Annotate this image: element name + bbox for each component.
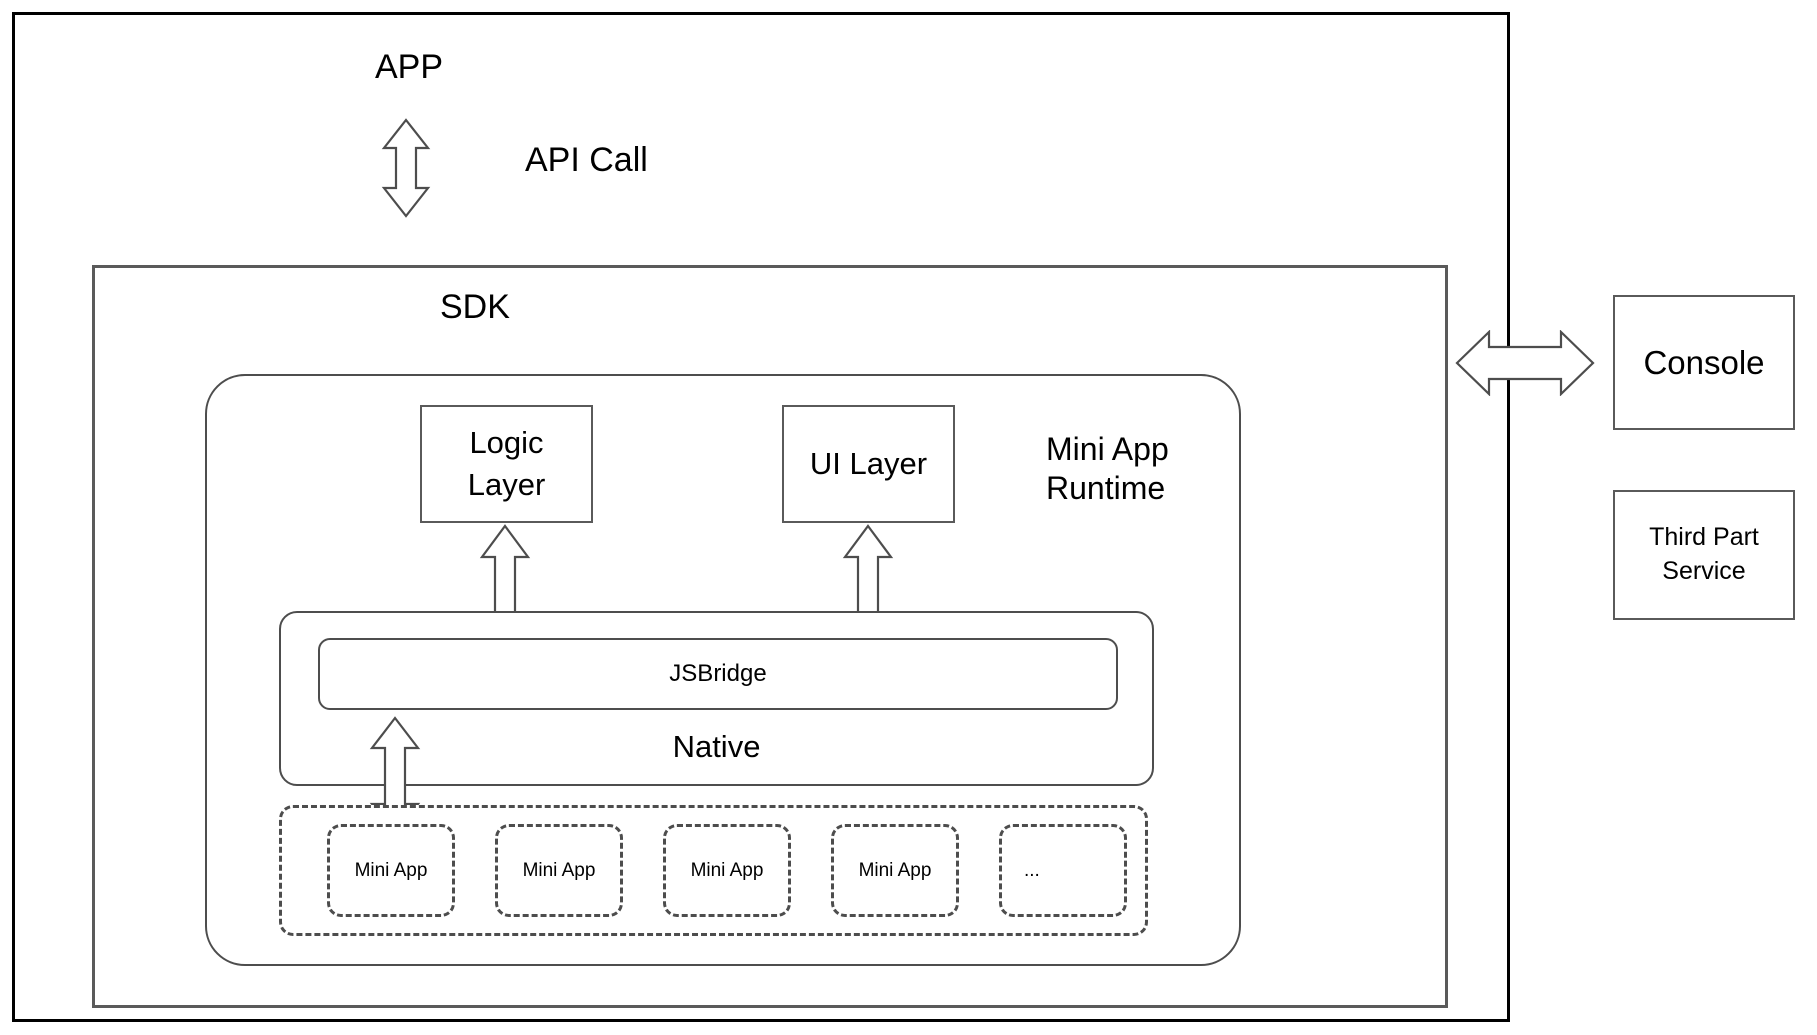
api-call-label: API Call [525,141,648,179]
mini-app-runtime-label-line2: Runtime [1046,470,1166,507]
mini-app-item-label: ... [1024,859,1040,881]
jsbridge-label: JSBridge [669,660,767,687]
third-party-service-box: Third Part Service [1613,490,1795,620]
mini-app-runtime-label-line1: Mini App [1046,431,1169,467]
mini-app-item-more[interactable]: ... [999,824,1127,917]
ui-layer-label: UI Layer [809,446,928,481]
mini-app-runtime-label: Mini App Runtime [1046,430,1246,508]
mini-app-item-label: Mini App [354,859,428,881]
console-label: Console [1643,343,1765,381]
console-box: Console [1613,295,1795,430]
mini-app-item-3[interactable]: Mini App [663,824,791,917]
third-party-service-label-line2: Service [1662,557,1746,585]
third-party-service-label: Third Part Service [1649,521,1759,589]
logic-layer-label-line2: Layer [467,467,546,502]
logic-layer-label-line1: Logic [469,425,544,461]
mini-app-item-2[interactable]: Mini App [495,824,623,917]
third-party-service-label-line1: Third Part [1649,523,1759,552]
native-label: Native [672,729,761,764]
app-label: APP [375,48,444,86]
sdk-label: SDK [440,288,510,326]
logic-layer-box: Logic Layer [420,405,593,523]
logic-layer-label: Logic Layer [468,422,546,506]
jsbridge-box: JSBridge [318,638,1118,710]
mini-app-item-4[interactable]: Mini App [831,824,959,917]
ui-layer-box: UI Layer [782,405,955,523]
mini-app-item-label: Mini App [858,859,932,881]
mini-app-item-label: Mini App [522,859,596,881]
mini-app-item-label: Mini App [690,859,764,881]
mini-app-item-1[interactable]: Mini App [327,824,455,917]
